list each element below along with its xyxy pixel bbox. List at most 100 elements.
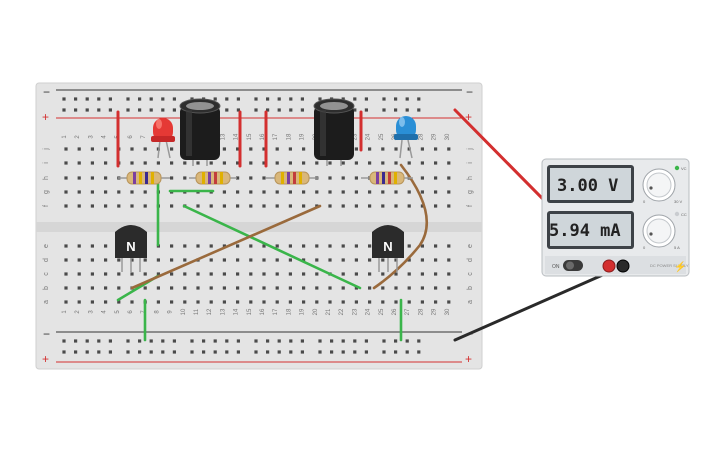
breadboard-hole[interactable] xyxy=(300,350,304,354)
breadboard-hole[interactable] xyxy=(172,350,176,354)
breadboard-hole[interactable] xyxy=(161,339,165,343)
breadboard-hole[interactable] xyxy=(354,204,358,208)
breadboard-hole[interactable] xyxy=(249,161,253,165)
breadboard-hole[interactable] xyxy=(315,258,319,262)
breadboard-hole[interactable] xyxy=(190,339,194,343)
breadboard-hole[interactable] xyxy=(104,161,108,165)
breadboard-hole[interactable] xyxy=(90,147,94,151)
breadboard-hole[interactable] xyxy=(172,339,176,343)
brown-wires[interactable] xyxy=(130,163,428,290)
breadboard-hole[interactable] xyxy=(382,350,386,354)
breadboard-hole[interactable] xyxy=(394,161,398,165)
breadboard-hole[interactable] xyxy=(74,97,78,101)
breadboard-hole[interactable] xyxy=(104,300,108,304)
breadboard-hole[interactable] xyxy=(354,190,358,194)
breadboard-hole[interactable] xyxy=(104,147,108,151)
breadboard-hole[interactable] xyxy=(262,244,266,248)
breadboard-hole[interactable] xyxy=(394,339,398,343)
breadboard-hole[interactable] xyxy=(420,244,424,248)
breadboard-hole[interactable] xyxy=(394,286,398,290)
breadboard-hole[interactable] xyxy=(130,258,134,262)
breadboard-hole[interactable] xyxy=(288,300,292,304)
breadboard-hole[interactable] xyxy=(381,204,385,208)
breadboard-hole[interactable] xyxy=(85,108,89,112)
breadboard-hole[interactable] xyxy=(405,97,409,101)
breadboard-hole[interactable] xyxy=(97,339,101,343)
breadboard-hole[interactable] xyxy=(236,272,240,276)
breadboard-hole[interactable] xyxy=(315,300,319,304)
breadboard-hole[interactable] xyxy=(62,339,66,343)
breadboard-hole[interactable] xyxy=(196,161,200,165)
breadboard-hole[interactable] xyxy=(420,161,424,165)
breadboard-hole[interactable] xyxy=(126,350,130,354)
breadboard-hole[interactable] xyxy=(315,161,319,165)
breadboard-hole[interactable] xyxy=(341,350,345,354)
breadboard-hole[interactable] xyxy=(368,204,372,208)
breadboard-hole[interactable] xyxy=(353,97,357,101)
breadboard-hole[interactable] xyxy=(170,176,174,180)
breadboard-hole[interactable] xyxy=(249,176,253,180)
breadboard-hole[interactable] xyxy=(143,286,147,290)
breadboard-hole[interactable] xyxy=(302,286,306,290)
electrolytic-capacitor[interactable] xyxy=(179,98,221,166)
breadboard-hole[interactable] xyxy=(434,300,438,304)
breadboard-hole[interactable] xyxy=(275,286,279,290)
breadboard-hole[interactable] xyxy=(172,108,176,112)
breadboard-hole[interactable] xyxy=(354,147,358,151)
breadboard-hole[interactable] xyxy=(225,97,229,101)
breadboard-hole[interactable] xyxy=(85,350,89,354)
breadboard-hole[interactable] xyxy=(209,258,213,262)
breadboard-hole[interactable] xyxy=(394,108,398,112)
breadboard-hole[interactable] xyxy=(104,272,108,276)
breadboard-hole[interactable] xyxy=(90,286,94,290)
resistor[interactable] xyxy=(266,171,318,185)
breadboard-hole[interactable] xyxy=(130,161,134,165)
breadboard-hole[interactable] xyxy=(236,244,240,248)
breadboard-hole[interactable] xyxy=(77,190,81,194)
breadboard-hole[interactable] xyxy=(170,204,174,208)
breadboard-hole[interactable] xyxy=(236,204,240,208)
breadboard-hole[interactable] xyxy=(202,350,206,354)
breadboard-hole[interactable] xyxy=(249,258,253,262)
breadboard-hole[interactable] xyxy=(172,97,176,101)
breadboard-hole[interactable] xyxy=(381,258,385,262)
breadboard-hole[interactable] xyxy=(300,339,304,343)
breadboard-hole[interactable] xyxy=(156,300,160,304)
breadboard-hole[interactable] xyxy=(277,350,281,354)
breadboard-hole[interactable] xyxy=(266,339,270,343)
negative-terminal[interactable] xyxy=(616,259,630,273)
breadboard-hole[interactable] xyxy=(74,108,78,112)
breadboard-hole[interactable] xyxy=(341,272,345,276)
breadboard-hole[interactable] xyxy=(149,97,153,101)
breadboard-hole[interactable] xyxy=(90,300,94,304)
breadboard-hole[interactable] xyxy=(74,339,78,343)
breadboard-hole[interactable] xyxy=(249,244,253,248)
breadboard-hole[interactable] xyxy=(353,350,357,354)
resistor[interactable] xyxy=(118,171,170,185)
breadboard-hole[interactable] xyxy=(353,339,357,343)
breadboard-hole[interactable] xyxy=(183,258,187,262)
breadboard-hole[interactable] xyxy=(407,258,411,262)
breadboard-hole[interactable] xyxy=(330,350,334,354)
breadboard-hole[interactable] xyxy=(85,339,89,343)
breadboard-hole[interactable] xyxy=(434,161,438,165)
breadboard-hole[interactable] xyxy=(394,350,398,354)
breadboard-hole[interactable] xyxy=(447,258,451,262)
breadboard-hole[interactable] xyxy=(77,286,81,290)
breadboard-hole[interactable] xyxy=(64,147,68,151)
breadboard-hole[interactable] xyxy=(407,161,411,165)
breadboard-hole[interactable] xyxy=(77,204,81,208)
breadboard-hole[interactable] xyxy=(209,300,213,304)
breadboard-hole[interactable] xyxy=(289,97,293,101)
breadboard-hole[interactable] xyxy=(447,272,451,276)
breadboard-hole[interactable] xyxy=(407,244,411,248)
breadboard-hole[interactable] xyxy=(262,272,266,276)
breadboard-hole[interactable] xyxy=(77,161,81,165)
breadboard-hole[interactable] xyxy=(275,161,279,165)
breadboard-hole[interactable] xyxy=(262,258,266,262)
breadboard-hole[interactable] xyxy=(62,97,66,101)
breadboard-hole[interactable] xyxy=(288,190,292,194)
breadboard-hole[interactable] xyxy=(64,286,68,290)
breadboard-hole[interactable] xyxy=(368,161,372,165)
breadboard-hole[interactable] xyxy=(341,204,345,208)
